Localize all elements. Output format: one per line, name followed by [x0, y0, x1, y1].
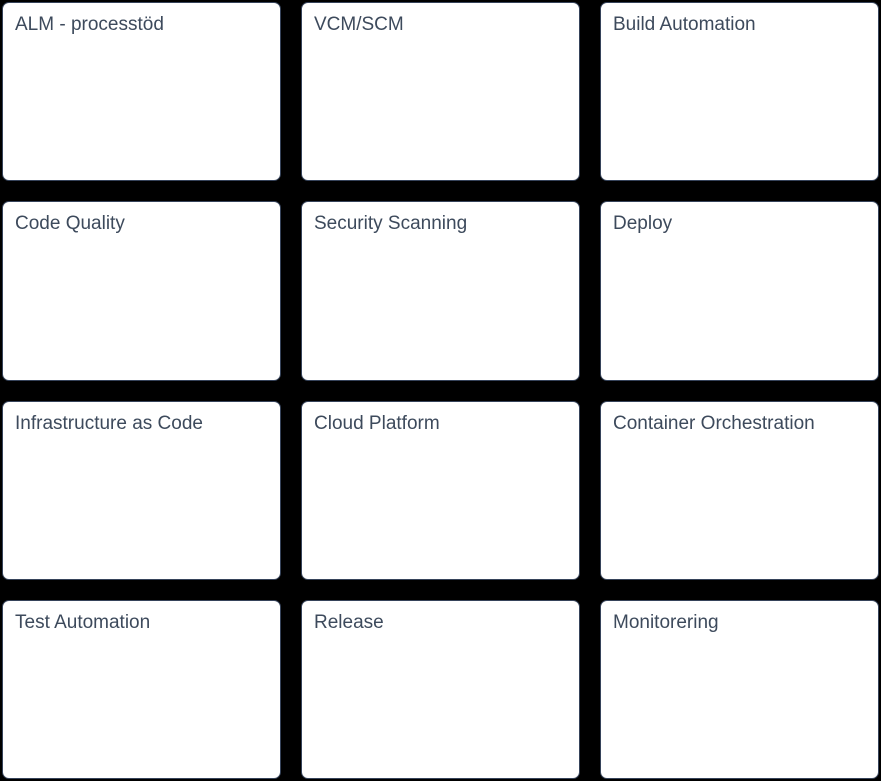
- category-card[interactable]: Container Orchestration: [600, 400, 879, 580]
- card-title: Monitorering: [613, 611, 719, 633]
- card-title: VCM/SCM: [314, 14, 404, 35]
- category-card[interactable]: VCM/SCM: [301, 2, 580, 182]
- category-card[interactable]: Security Scanning: [301, 201, 580, 381]
- card-title: Test Automation: [15, 611, 151, 633]
- card-title: Deploy: [613, 213, 673, 235]
- category-card[interactable]: Deploy: [600, 201, 879, 381]
- category-card[interactable]: Test Automation: [2, 599, 281, 779]
- card-title: Container Orchestration: [613, 412, 815, 434]
- card-title: Release: [314, 611, 384, 633]
- category-card[interactable]: Cloud Platform: [301, 400, 580, 580]
- card-title: Infrastructure as Code: [15, 412, 203, 434]
- card-title: Build Automation: [613, 14, 756, 35]
- category-card[interactable]: Code Quality: [2, 201, 281, 381]
- category-card[interactable]: Monitorering: [600, 599, 879, 779]
- card-title: Security Scanning: [314, 213, 468, 235]
- card-title: Cloud Platform: [314, 412, 440, 434]
- category-card[interactable]: ALM - processtöd: [2, 2, 281, 182]
- card-title: Code Quality: [15, 213, 125, 235]
- card-title: ALM - processtöd: [15, 14, 164, 35]
- category-card[interactable]: Release: [301, 599, 580, 779]
- category-card[interactable]: Infrastructure as Code: [2, 400, 281, 580]
- category-card[interactable]: Build Automation: [600, 2, 879, 182]
